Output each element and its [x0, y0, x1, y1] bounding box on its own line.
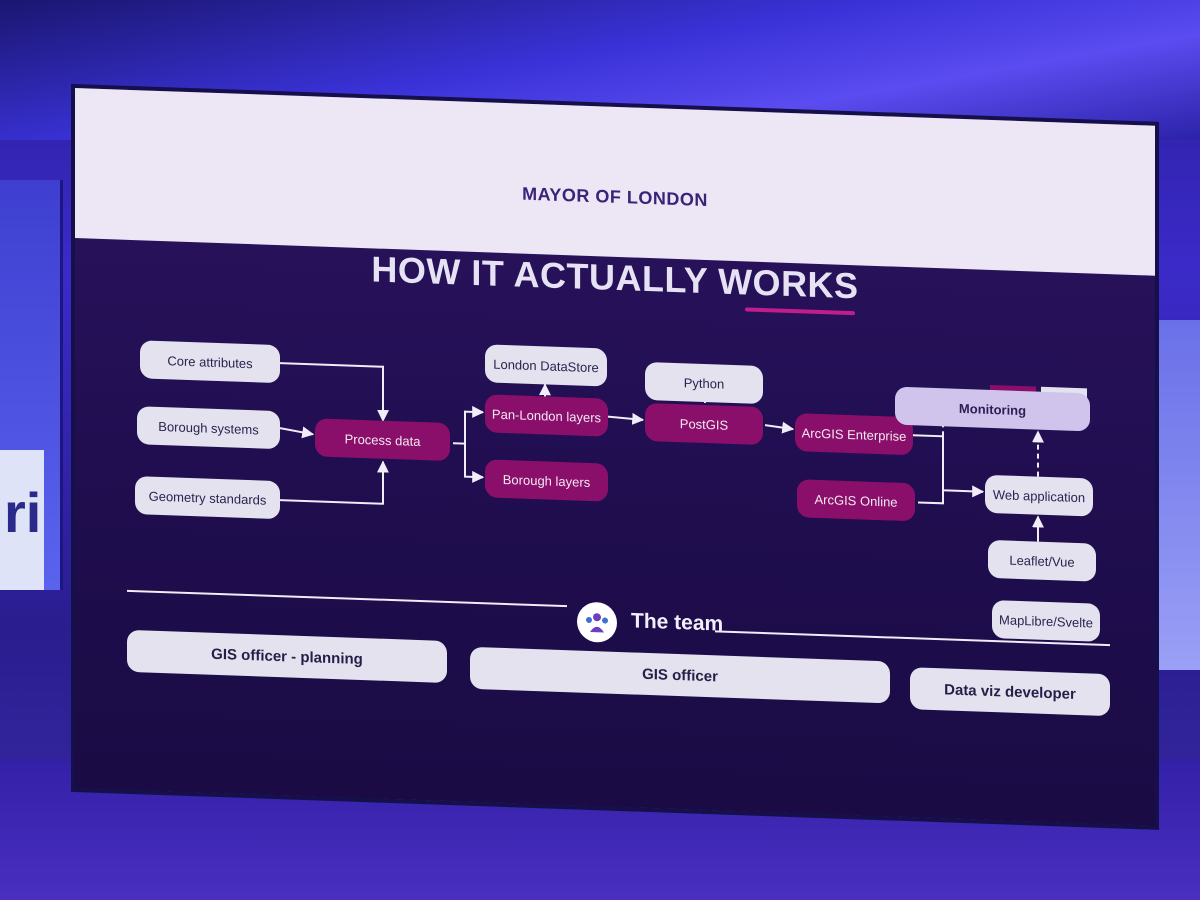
edge-core-to-process	[280, 362, 389, 422]
edge-process-to-borough-layers	[464, 443, 485, 483]
node-maplibre-svelte: MapLibre/Svelte	[992, 600, 1100, 642]
node-borough-systems: Borough systems	[137, 406, 280, 450]
edge-enterprise-to-webapp	[913, 434, 985, 498]
flow-connectors	[279, 362, 1044, 542]
banner-panel	[0, 450, 44, 590]
node-web-application: Web application	[985, 474, 1093, 517]
node-core-attributes: Core attributes	[140, 340, 280, 384]
edge-pan-to-postgis	[607, 412, 645, 425]
side-banner-left: ri	[0, 180, 63, 590]
node-arcgis-enterprise: ArcGIS Enterprise	[795, 413, 913, 456]
node-leaflet-vue: Leaflet/Vue	[988, 539, 1096, 582]
node-borough-layers: Borough layers	[485, 459, 608, 502]
node-pan-london-layers: Pan-London layers	[485, 394, 608, 437]
node-london-datastore: London DataStore	[485, 344, 607, 387]
edge-online-to-webapp	[918, 490, 944, 505]
edge-geometry-to-process	[280, 460, 389, 505]
banner-brand-text: ri	[4, 481, 42, 544]
edge-process-split	[453, 405, 485, 445]
node-python: Python	[645, 361, 763, 405]
projection-screen: MAYOR OF LONDON HOW IT ACTUALLY WORKS Es…	[75, 88, 1155, 826]
node-postgis: PostGIS	[645, 402, 763, 446]
node-geometry-standards: Geometry standards	[135, 476, 280, 520]
node-arcgis-online: ArcGIS Online	[797, 479, 915, 522]
node-process-data: Process data	[315, 418, 450, 462]
team-people-icon	[577, 601, 617, 643]
edge-borough-to-process	[279, 426, 315, 439]
team-label: The team	[631, 609, 724, 636]
role-data-viz-developer: Data viz developer	[910, 667, 1110, 717]
edge-postgis-to-enterprise	[764, 421, 795, 434]
node-monitoring: Monitoring	[895, 386, 1090, 432]
